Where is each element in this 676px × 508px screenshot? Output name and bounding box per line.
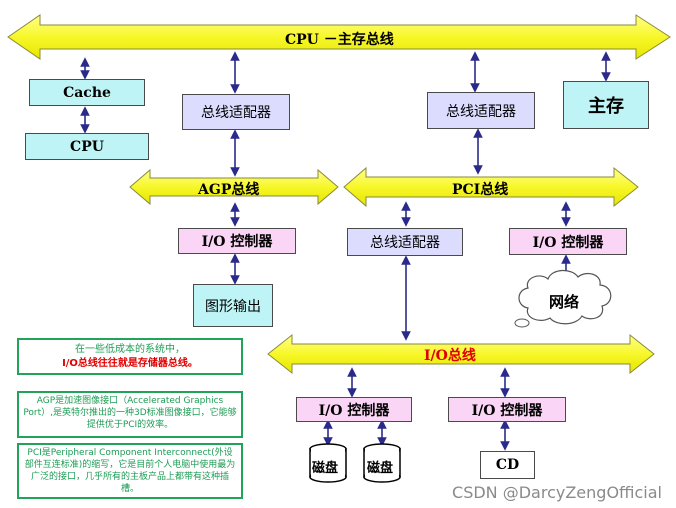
bus-adapter-left: 总线适配器 <box>182 94 290 130</box>
note-agp: AGP是加速图像接口（Accelerated Graphics Port）,是英… <box>17 391 243 438</box>
cd-box: CD <box>480 451 535 479</box>
disk-1-icon <box>309 443 347 483</box>
io-bus-arrow <box>267 333 655 375</box>
note-low-cost-line1: 在一些低成本的系统中， <box>75 344 185 355</box>
main-memory-box: 主存 <box>563 81 649 129</box>
agp-bus-label: AGP总线 <box>198 182 260 198</box>
network-cloud-icon <box>518 269 612 325</box>
io-controller-agp: I/O 控制器 <box>178 228 296 254</box>
network-cloud-puff-icon <box>514 318 530 328</box>
cpu-main-bus-label: CPU －主存总线 <box>285 32 394 48</box>
io-controller-2: I/O 控制器 <box>448 397 566 422</box>
io-controller-1: I/O 控制器 <box>296 397 412 422</box>
pci-bus-label: PCI总线 <box>452 182 509 198</box>
note-low-cost: 在一些低成本的系统中， I/O总线往往就是存储器总线。 <box>17 338 243 375</box>
cpu-box: CPU <box>25 133 149 160</box>
disk-1-label: 磁盘 <box>312 461 339 476</box>
cpu-main-bus-arrow <box>7 14 671 60</box>
agp-bus-arrow <box>129 168 339 206</box>
io-bus-label: I/O总线 <box>424 348 476 364</box>
pci-bus-arrow <box>343 166 639 208</box>
disk-2-label: 磁盘 <box>367 461 394 476</box>
disk-2-icon <box>363 443 401 483</box>
note-pci: PCI是Peripheral Component Interconnect(外设… <box>17 443 243 499</box>
bus-adapter-pci: 总线适配器 <box>347 228 463 256</box>
watermark: CSDN @DarcyZengOfficial <box>452 483 662 502</box>
cache-box: Cache <box>29 79 145 106</box>
io-controller-pci: I/O 控制器 <box>509 228 627 255</box>
network-label: 网络 <box>549 293 580 311</box>
bus-adapter-right: 总线适配器 <box>427 92 535 129</box>
graphics-output-box: 图形输出 <box>193 284 273 327</box>
note-low-cost-line2: I/O总线往往就是存储器总线。 <box>62 358 198 369</box>
